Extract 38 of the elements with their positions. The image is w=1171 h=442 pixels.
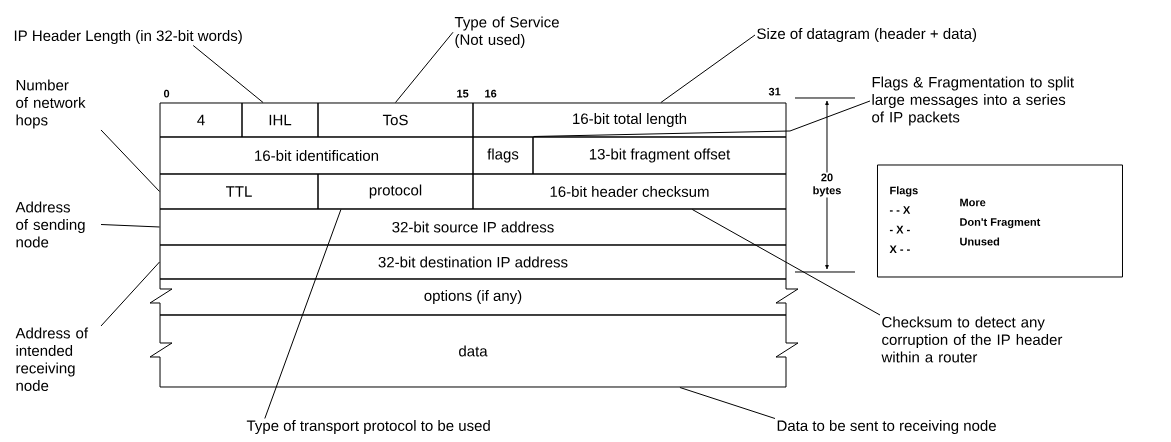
annotation-text: IP Header Length (in 32-bit words) [14, 30, 242, 44]
field-cell: 4 [159, 102, 243, 138]
annotation-text: Flags & Fragmentation to split large messages into a series of IP packets [872, 76, 1074, 126]
field-cell: options (if any) [149, 278, 799, 316]
annotation-text: Number of network hops [16, 79, 86, 129]
field-cell: ToS [317, 102, 474, 138]
leader-line [100, 261, 160, 327]
bit-number: 16 [485, 89, 497, 98]
leader-line [100, 129, 160, 192]
field-cell: TTL [159, 173, 319, 210]
field-cell: 16-bit total length [472, 102, 787, 138]
annotation-text: Checksum to detect any corruption of the IP header within a router [881, 316, 1063, 363]
field-cell: 16-bit header checksum [472, 173, 787, 210]
field-cell: flags [472, 136, 534, 175]
leader-line [192, 45, 264, 103]
field-cell: data [149, 314, 799, 388]
leader-line [264, 209, 342, 419]
bit-number: 15 [457, 89, 469, 98]
leader-line [100, 224, 160, 228]
annotation-text: Type of Service (Not used) [454, 16, 559, 48]
field-cell: IHL [241, 102, 319, 138]
field-cell: 13-bit fragment offset [532, 136, 787, 175]
annotation-text: Size of datagram (header + data) [757, 28, 977, 42]
annotation-text: Address of intended receiving node [15, 327, 89, 391]
annotation-text: Type of transport protocol to be used [246, 420, 490, 434]
field-cell: 32-bit destination IP address [159, 244, 787, 280]
field-cell: 32-bit source IP address [159, 208, 787, 246]
leader-line [395, 31, 454, 103]
leader-line [533, 100, 871, 137]
leader-line [679, 387, 776, 419]
dimension-label: 20 bytes [808, 172, 846, 198]
annotation-text: Data to be sent to receiving node [777, 420, 996, 434]
flags-table: Flags - - X More - X - Don't Fragment X - - Unused [877, 164, 1123, 278]
annotation-text: Address of sending node [15, 201, 85, 248]
leader-line [660, 34, 756, 103]
field-cell: protocol [317, 173, 474, 210]
field-cell: 16-bit identification [159, 136, 474, 175]
leader-line [691, 209, 881, 316]
